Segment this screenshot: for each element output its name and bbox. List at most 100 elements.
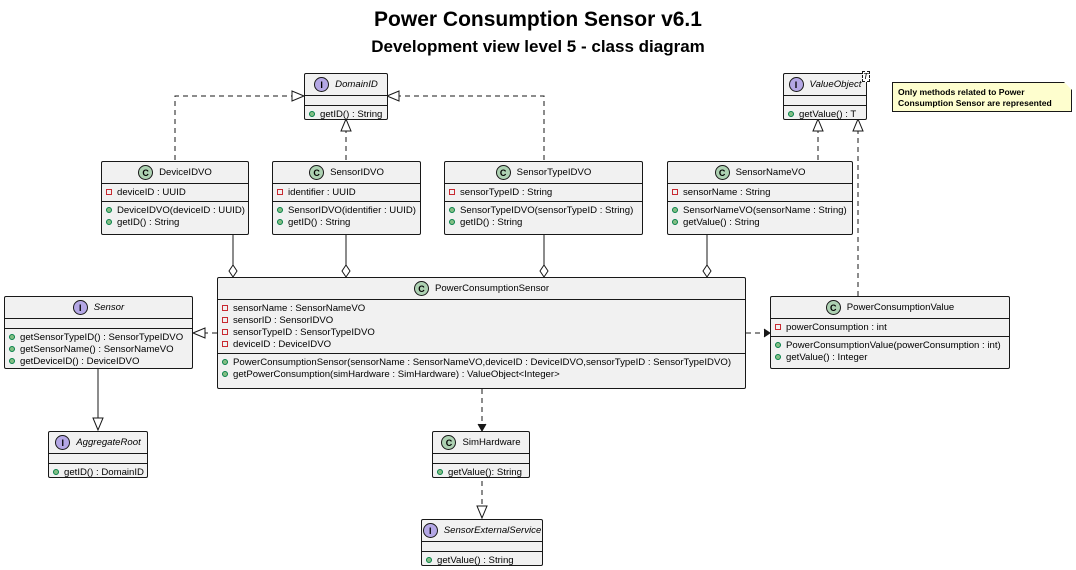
public-method-icon bbox=[9, 346, 15, 352]
arrowhead-hollow bbox=[92, 417, 104, 432]
diagram-title: Power Consumption Sensor v6.1 bbox=[374, 8, 702, 31]
class-sensortypeidvo[interactable]: C SensorTypeIDVO sensorTypeID : String S… bbox=[444, 161, 643, 235]
class-badge-icon: C bbox=[413, 281, 429, 296]
class-sensoridvo[interactable]: C SensorIDVO identifier : UUID SensorIDV… bbox=[272, 161, 421, 235]
note: Only methods related to Power Consumptio… bbox=[892, 82, 1072, 112]
public-method-icon bbox=[309, 111, 315, 117]
public-method-icon bbox=[437, 469, 443, 475]
method-row: getID() : String bbox=[273, 216, 420, 228]
public-method-icon bbox=[9, 334, 15, 340]
private-field-icon bbox=[449, 189, 455, 195]
class-powerconsumptionvalue[interactable]: C PowerConsumptionValue powerConsumption… bbox=[770, 296, 1010, 369]
class-badge-icon: C bbox=[714, 165, 730, 180]
private-field-icon bbox=[222, 341, 228, 347]
interface-badge-icon: I bbox=[422, 523, 438, 538]
class-name: SensorIDVO bbox=[330, 167, 384, 178]
class-powerconsumptionsensor[interactable]: C PowerConsumptionSensor sensorName : Se… bbox=[217, 277, 746, 389]
interface-badge-icon: I bbox=[788, 77, 804, 92]
arrowhead-hollow bbox=[191, 327, 206, 339]
class-name: DeviceIDVO bbox=[159, 167, 212, 178]
class-simhardware[interactable]: C SimHardware getValue(): String bbox=[432, 431, 530, 478]
class-name: SimHardware bbox=[462, 437, 521, 448]
public-method-icon bbox=[788, 111, 794, 117]
class-name: Sensor bbox=[93, 302, 125, 313]
interface-badge-icon: I bbox=[314, 77, 330, 92]
public-method-icon bbox=[449, 207, 455, 213]
aggregation-diamond bbox=[341, 264, 351, 278]
method-row: getSensorName() : SensorNameVO bbox=[5, 343, 192, 355]
method-row: getValue() : T bbox=[784, 108, 866, 120]
private-field-icon bbox=[222, 329, 228, 335]
aggregation-diamond bbox=[228, 264, 238, 278]
public-method-icon bbox=[775, 354, 781, 360]
private-field-icon bbox=[222, 305, 228, 311]
method-row: getID() : String bbox=[445, 216, 642, 228]
class-badge-icon: C bbox=[825, 300, 841, 315]
public-method-icon bbox=[449, 219, 455, 225]
field-row: sensorName : String bbox=[668, 186, 852, 198]
aggregation-diamond bbox=[539, 264, 549, 278]
class-badge-icon: C bbox=[495, 165, 511, 180]
field-row: sensorID : SensorIDVO bbox=[218, 314, 745, 326]
field-row: sensorTypeID : String bbox=[445, 186, 642, 198]
method-row: getValue() : String bbox=[668, 216, 852, 228]
private-field-icon bbox=[672, 189, 678, 195]
public-method-icon bbox=[106, 219, 112, 225]
method-row: getPowerConsumption(simHardware : SimHar… bbox=[218, 368, 745, 380]
interface-badge-icon: I bbox=[72, 300, 88, 315]
field-row: deviceID : DeviceIDVO bbox=[218, 338, 745, 350]
method-row: getValue(): String bbox=[433, 466, 529, 478]
class-name: SensorExternalService bbox=[443, 525, 542, 536]
field-row: sensorName : SensorNameVO bbox=[218, 302, 745, 314]
private-field-icon bbox=[106, 189, 112, 195]
private-field-icon bbox=[775, 324, 781, 330]
edge-deviceidvo-domainid bbox=[174, 95, 292, 160]
public-method-icon bbox=[672, 207, 678, 213]
field-row: sensorTypeID : SensorTypeIDVO bbox=[218, 326, 745, 338]
method-row: PowerConsumptionValue(powerConsumption :… bbox=[771, 339, 1009, 351]
public-method-icon bbox=[53, 469, 59, 475]
class-name: PowerConsumptionSensor bbox=[434, 283, 550, 294]
class-name: PowerConsumptionValue bbox=[846, 302, 955, 313]
public-method-icon bbox=[277, 219, 283, 225]
public-method-icon bbox=[222, 359, 228, 365]
method-row: getValue() : String bbox=[422, 554, 542, 566]
public-method-icon bbox=[222, 371, 228, 377]
class-aggregateroot[interactable]: I AggregateRoot getID() : DomainID bbox=[48, 431, 148, 478]
arrowhead-hollow bbox=[476, 505, 488, 520]
method-row: getID() : DomainID bbox=[49, 466, 147, 478]
edge-sensortypeidvo-domainid bbox=[399, 95, 545, 160]
aggregation-diamond bbox=[702, 264, 712, 278]
method-row: getID() : String bbox=[305, 108, 387, 120]
class-badge-icon: C bbox=[138, 165, 154, 180]
class-sensornamevo[interactable]: C SensorNameVO sensorName : String Senso… bbox=[667, 161, 853, 235]
public-method-icon bbox=[9, 358, 15, 364]
class-sensorexternalservice[interactable]: I SensorExternalService getValue() : Str… bbox=[421, 519, 543, 566]
arrowhead-open bbox=[477, 423, 487, 433]
field-row: powerConsumption : int bbox=[771, 321, 1009, 333]
class-badge-icon: C bbox=[441, 435, 457, 450]
method-row: SensorNameVO(sensorName : String) bbox=[668, 204, 852, 216]
method-row: SensorTypeIDVO(sensorTypeID : String) bbox=[445, 204, 642, 216]
private-field-icon bbox=[277, 189, 283, 195]
class-name: AggregateRoot bbox=[76, 437, 141, 448]
method-row: getDeviceID() : DeviceIDVO bbox=[5, 355, 192, 367]
method-row: PowerConsumptionSensor(sensorName : Sens… bbox=[218, 356, 745, 368]
class-valueobject[interactable]: I ValueObject getValue() : T bbox=[783, 73, 867, 120]
class-domainid[interactable]: I DomainID getID() : String bbox=[304, 73, 388, 120]
arrowhead-hollow bbox=[852, 117, 864, 132]
class-badge-icon: C bbox=[309, 165, 325, 180]
class-sensor[interactable]: I Sensor getSensorTypeID() : SensorTypeI… bbox=[4, 296, 193, 369]
arrowhead-hollow bbox=[340, 117, 352, 132]
class-name: SensorTypeIDVO bbox=[516, 167, 592, 178]
private-field-icon bbox=[222, 317, 228, 323]
method-row: getID() : String bbox=[102, 216, 248, 228]
class-deviceidvo[interactable]: C DeviceIDVO deviceID : UUID DeviceIDVO(… bbox=[101, 161, 249, 235]
public-method-icon bbox=[277, 207, 283, 213]
class-name: SensorNameVO bbox=[735, 167, 806, 178]
class-name: ValueObject bbox=[809, 79, 862, 90]
public-method-icon bbox=[672, 219, 678, 225]
arrowhead-hollow bbox=[812, 117, 824, 132]
method-row: DeviceIDVO(deviceID : UUID) bbox=[102, 204, 248, 216]
